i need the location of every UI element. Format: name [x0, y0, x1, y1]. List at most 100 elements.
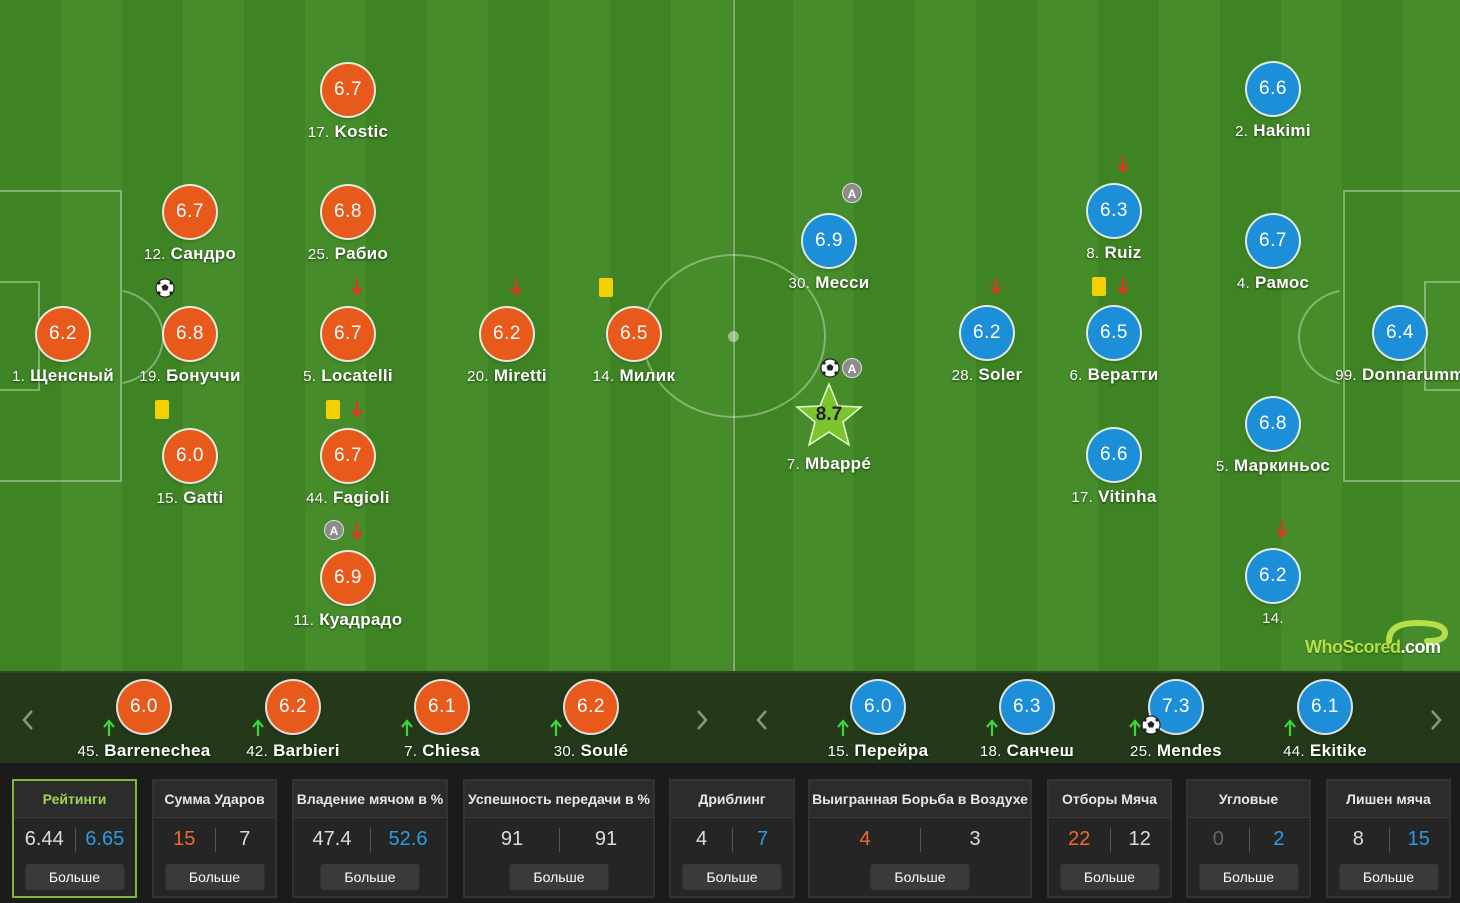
stat-more-button[interactable]: Больше — [509, 864, 609, 890]
logo-text: WhoScored — [1305, 637, 1401, 657]
substitute-away-1[interactable]: 6.0 15. Перейра — [803, 673, 953, 760]
away-subs-prev-icon[interactable] — [754, 709, 770, 731]
player-rating: 6.0 — [852, 681, 904, 733]
man-of-the-match-star-icon — [795, 382, 863, 447]
player-number: 99. — [1335, 367, 1357, 384]
player-name: Перейра — [849, 741, 929, 760]
stat-away-value: 7 — [756, 828, 769, 850]
player-rating: 6.2 — [481, 308, 533, 360]
player-number: 30. — [788, 275, 811, 292]
subbed-on-arrow-icon — [550, 719, 562, 736]
goal-ball-icon — [1141, 715, 1161, 735]
player-name-label: 25. Mendes — [1101, 741, 1251, 761]
player-name: Вератти — [1082, 365, 1159, 384]
stat-title: Рейтинги — [14, 781, 135, 818]
home-subs-prev-icon[interactable] — [20, 709, 36, 731]
stat-more-button[interactable]: Больше — [1198, 864, 1299, 890]
stat-more-button[interactable]: Больше — [24, 864, 125, 890]
player-name: Soler — [973, 365, 1023, 384]
stat-more-button[interactable]: Больше — [1059, 864, 1160, 890]
away-subs-next-icon[interactable] — [1428, 709, 1444, 731]
stat-away-value: 7 — [239, 828, 251, 850]
center-spot — [728, 331, 739, 342]
stat-home-value: 6.44 — [24, 828, 64, 850]
home-subs-next-icon[interactable] — [694, 709, 710, 731]
player-rating: 6.3 — [1001, 681, 1053, 733]
stat-divider — [1388, 828, 1390, 852]
right-penalty-box — [1343, 190, 1460, 482]
player-away-5[interactable]: 6.5 6. Вератти — [1039, 277, 1189, 387]
subbed-off-arrow-icon — [1117, 278, 1129, 295]
player-name-label: 99. Donnarumm — [1325, 365, 1460, 385]
player-rating: 8.7 — [815, 404, 843, 425]
player-rating: 6.2 — [961, 307, 1013, 359]
player-name-label: 4. Рамос — [1198, 273, 1348, 293]
stat-more-button[interactable]: Больше — [320, 864, 420, 890]
stat-more-button[interactable]: Больше — [164, 864, 265, 890]
player-name: Рамос — [1250, 273, 1310, 292]
stat-away-value: 2 — [1273, 828, 1285, 850]
player-rating: 6.8 — [164, 308, 216, 360]
player-number: 19. — [139, 368, 162, 385]
player-rating: 6.8 — [1247, 398, 1299, 450]
player-rating: 6.7 — [322, 308, 374, 360]
player-name: Gatti — [178, 488, 224, 507]
player-name-label: 7. Mbappé — [754, 454, 904, 474]
stat-away-value: 15 — [1407, 828, 1430, 850]
stat-more-button[interactable]: Больше — [682, 864, 782, 890]
player-name-label: 6. Вератти — [1039, 365, 1189, 385]
player-name: Soulé — [575, 741, 629, 760]
player-name: Miretti — [488, 366, 547, 385]
player-name-label: 12. Сандро — [115, 244, 265, 264]
player-rating: 6.8 — [322, 186, 374, 238]
subbed-on-arrow-icon — [103, 719, 115, 736]
stat-divider — [732, 828, 733, 852]
player-name-label: 15. Перейра — [803, 741, 953, 761]
stat-more-button[interactable]: Больше — [870, 864, 970, 890]
player-rating: 6.5 — [1088, 307, 1140, 359]
player-name: Милик — [614, 366, 676, 385]
stat-more-button[interactable]: Больше — [1338, 864, 1439, 890]
player-name: Щенсный — [25, 366, 114, 385]
